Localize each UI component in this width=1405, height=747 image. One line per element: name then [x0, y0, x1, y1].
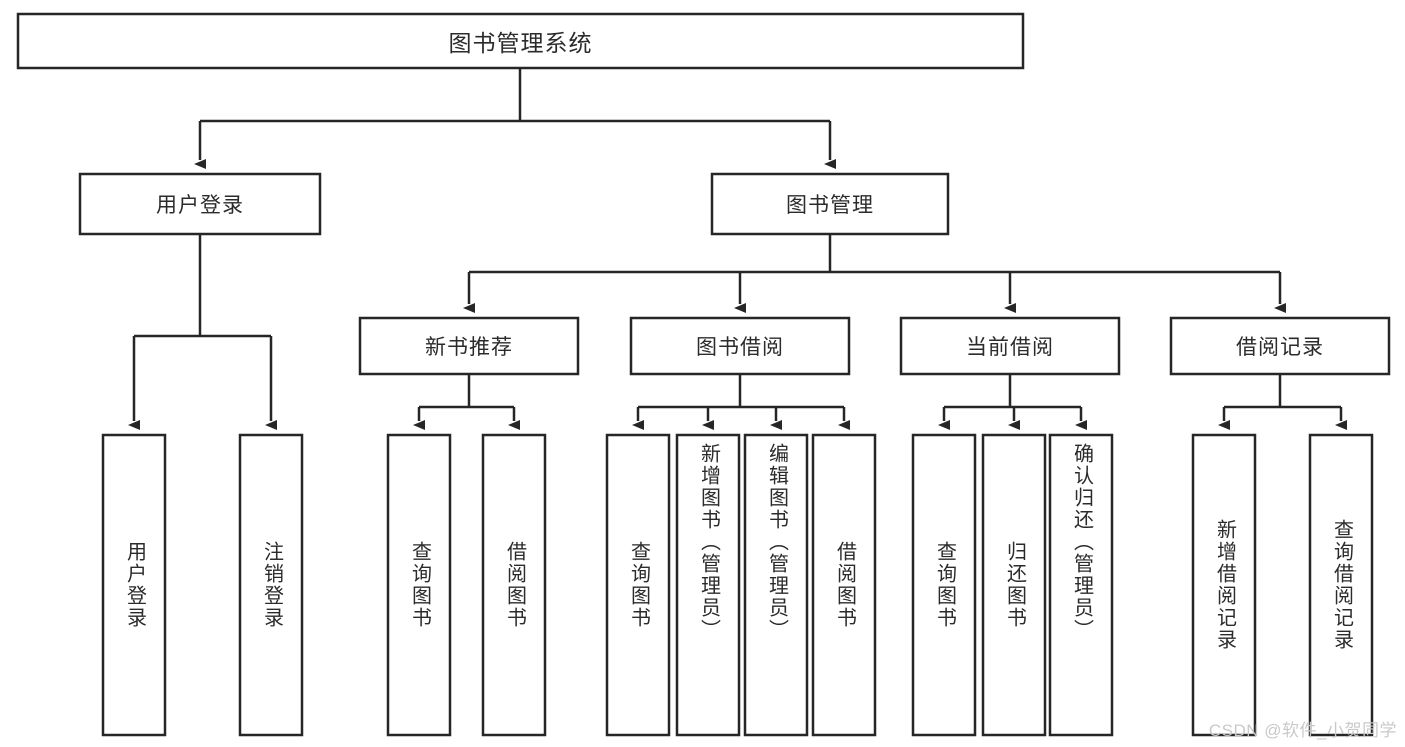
leaf-query-book-current[interactable]: [911, 433, 977, 737]
leaf-user-login[interactable]: [101, 433, 167, 737]
leaf-user-logout[interactable]: [238, 433, 304, 737]
node-user-login[interactable]: [78, 172, 322, 236]
leaf-query-borrow-record[interactable]: [1308, 433, 1374, 737]
node-borrow-record[interactable]: [1169, 316, 1391, 376]
leaf-borrow-book[interactable]: [811, 433, 877, 737]
leaf-return-book[interactable]: [981, 433, 1047, 737]
leaf-add-borrow-record[interactable]: [1191, 433, 1257, 737]
leaf-query-book-recommend[interactable]: [386, 433, 452, 737]
leaf-add-book-admin[interactable]: [675, 433, 741, 737]
node-root[interactable]: [16, 12, 1025, 70]
leaf-borrow-book-recommend[interactable]: [481, 433, 547, 737]
leaf-confirm-return-admin[interactable]: [1048, 433, 1114, 737]
node-book-borrow[interactable]: [629, 316, 851, 376]
leaf-edit-book-admin[interactable]: [743, 433, 809, 737]
watermark-text: CSDN @软件_小贺同学: [1208, 721, 1397, 740]
leaf-query-book-borrow[interactable]: [605, 433, 671, 737]
node-new-book-recommend[interactable]: [358, 316, 580, 376]
node-book-manage[interactable]: [710, 172, 950, 236]
node-current-borrow[interactable]: [899, 316, 1121, 376]
